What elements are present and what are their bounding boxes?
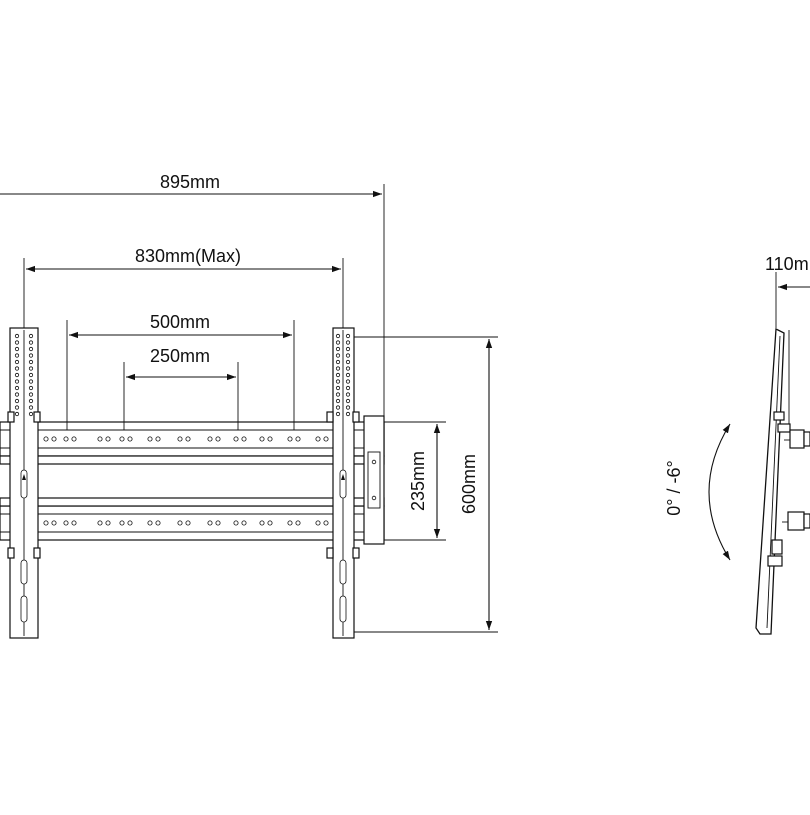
dim-235-label: 235mm [408,451,428,511]
dim-250: 250mm [123,346,239,430]
dim-500: 500mm [66,312,295,430]
tilt-label: 0° / -6° [664,460,684,515]
lower-rail [0,497,385,541]
tilted-panel [755,327,790,635]
dim-830: 830mm(Max) [23,246,344,328]
arm-hole-columns [7,333,360,623]
side-view: 110mm 0° / -6° [664,254,810,635]
dim-600-label: 600mm [459,454,479,514]
dim-600: 600mm [354,336,498,633]
front-view: 895mm 830mm(Max) 500mm 250mm [0,172,498,639]
dim-110-label: 110mm [765,254,810,274]
tilt-arc: 0° / -6° [664,423,731,561]
upper-rail [0,421,385,465]
dim-895-label: 895mm [160,172,220,192]
dim-500-label: 500mm [150,312,210,332]
dim-110: 110mm [765,254,810,328]
dim-235: 235mm [384,421,446,541]
rail-end-plate [363,415,385,545]
dim-250-label: 250mm [150,346,210,366]
dim-895: 895mm [0,172,385,420]
side-mount-hardware [767,411,810,567]
rail-holes [43,436,329,526]
dim-830-label: 830mm(Max) [135,246,241,266]
